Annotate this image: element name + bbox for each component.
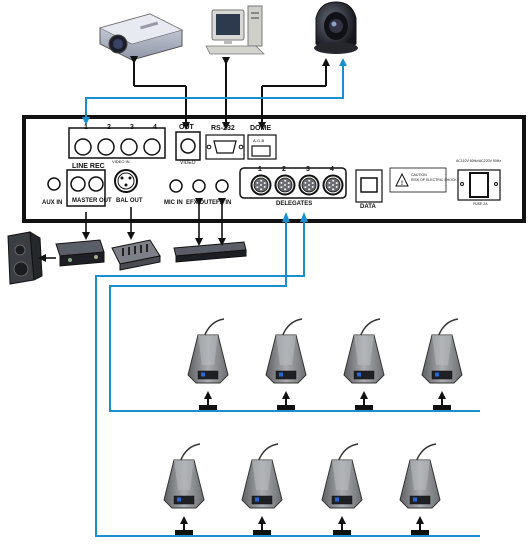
microphone-unit xyxy=(321,443,363,535)
delegate-number-3: 3 xyxy=(306,166,310,173)
delegate-port-1[interactable] xyxy=(250,174,272,196)
efx-out-label: EFX OUT xyxy=(186,200,213,206)
camera-video-feed xyxy=(82,58,347,125)
power-label: AC110V 60Hz/AC220V 50Hz xyxy=(456,159,502,163)
line-rec-right-jack[interactable] xyxy=(88,176,104,192)
video-in-number-4: 4 xyxy=(153,124,157,131)
microphone-unit xyxy=(163,443,205,535)
video-out-jack[interactable] xyxy=(180,138,196,154)
rs232-group xyxy=(205,134,245,160)
mixer-icon xyxy=(111,239,161,271)
bal-out-xlr[interactable] xyxy=(114,169,138,193)
effects-processor-icon xyxy=(173,241,247,263)
data-group xyxy=(355,169,383,203)
video-in-label: VIDEO IN xyxy=(112,159,130,164)
line-rec-group xyxy=(66,169,106,207)
delegates-label: DELEGATES xyxy=(276,201,313,207)
projector-icon xyxy=(99,13,183,61)
power-group xyxy=(457,169,501,201)
svg-text:!: ! xyxy=(401,181,403,187)
dome-label: DOME xyxy=(250,125,271,132)
master-out-label: MASTER OUT xyxy=(72,198,112,204)
power-inlet[interactable] xyxy=(469,172,489,198)
microphone-units xyxy=(163,318,463,535)
data-label: DATA xyxy=(360,204,376,210)
microphone-unit xyxy=(421,318,463,410)
video-in-group xyxy=(68,127,166,159)
bal-out-label: BAL OUT xyxy=(116,198,143,204)
video-label: VIDEO xyxy=(180,160,196,166)
mic-in-label: MIC IN xyxy=(164,200,183,206)
out-label: OUT xyxy=(179,124,194,131)
aux-in-jack[interactable] xyxy=(47,177,61,191)
delegate-ports xyxy=(250,174,344,196)
video-in-1-jack[interactable] xyxy=(74,138,92,156)
microphone-unit xyxy=(399,443,441,535)
aux-in-label: AUX IN xyxy=(42,200,63,206)
line-rec-label: LINE REC xyxy=(72,163,105,170)
microphone-unit xyxy=(265,318,307,410)
computer-icon xyxy=(205,5,265,55)
video-in-2-jack[interactable] xyxy=(97,138,115,156)
rs232-label: RS-232 xyxy=(211,125,235,132)
fuse-label: FUSE 2A xyxy=(473,202,488,206)
efx-out-jack[interactable] xyxy=(192,179,206,193)
video-in-number-3: 3 xyxy=(130,124,134,131)
audio-connections xyxy=(38,198,226,262)
video-in-number-2: 2 xyxy=(107,124,111,131)
efx-in-label: EFX IN xyxy=(212,200,232,206)
video-in-jacks xyxy=(74,138,161,156)
delegate-number-1: 1 xyxy=(258,166,262,173)
microphone-unit xyxy=(241,443,283,535)
delegate-port-3[interactable] xyxy=(298,174,320,196)
amplifier-icon xyxy=(55,239,105,267)
delegate-port-4[interactable] xyxy=(322,174,344,196)
delegate-number-4: 4 xyxy=(330,166,334,173)
delegate-bus xyxy=(95,212,480,537)
mic-in-jack[interactable] xyxy=(169,179,183,193)
video-in-number-1: 1 xyxy=(84,124,88,131)
warning-text: CAUTION RISK OF ELECTRIC SHOCK xyxy=(411,173,457,182)
delegate-port-2[interactable] xyxy=(274,174,296,196)
dome-camera-icon xyxy=(314,1,358,54)
efx-in-jack[interactable] xyxy=(215,179,229,193)
speaker-icon xyxy=(7,231,43,285)
video-connections xyxy=(130,56,330,130)
rs232-port[interactable] xyxy=(206,140,244,154)
dome-port[interactable] xyxy=(251,145,271,157)
line-rec-left-jack[interactable] xyxy=(70,176,86,192)
delegates-group xyxy=(239,167,347,199)
video-in-3-jack[interactable] xyxy=(120,138,138,156)
video-out-group xyxy=(175,131,201,161)
data-port[interactable] xyxy=(360,177,378,193)
microphone-unit xyxy=(187,318,229,410)
dome-sub-label: A-G-B xyxy=(253,138,265,143)
delegate-number-2: 2 xyxy=(282,166,286,173)
video-in-4-jack[interactable] xyxy=(143,138,161,156)
dome-group xyxy=(247,134,277,160)
microphone-unit xyxy=(343,318,385,410)
